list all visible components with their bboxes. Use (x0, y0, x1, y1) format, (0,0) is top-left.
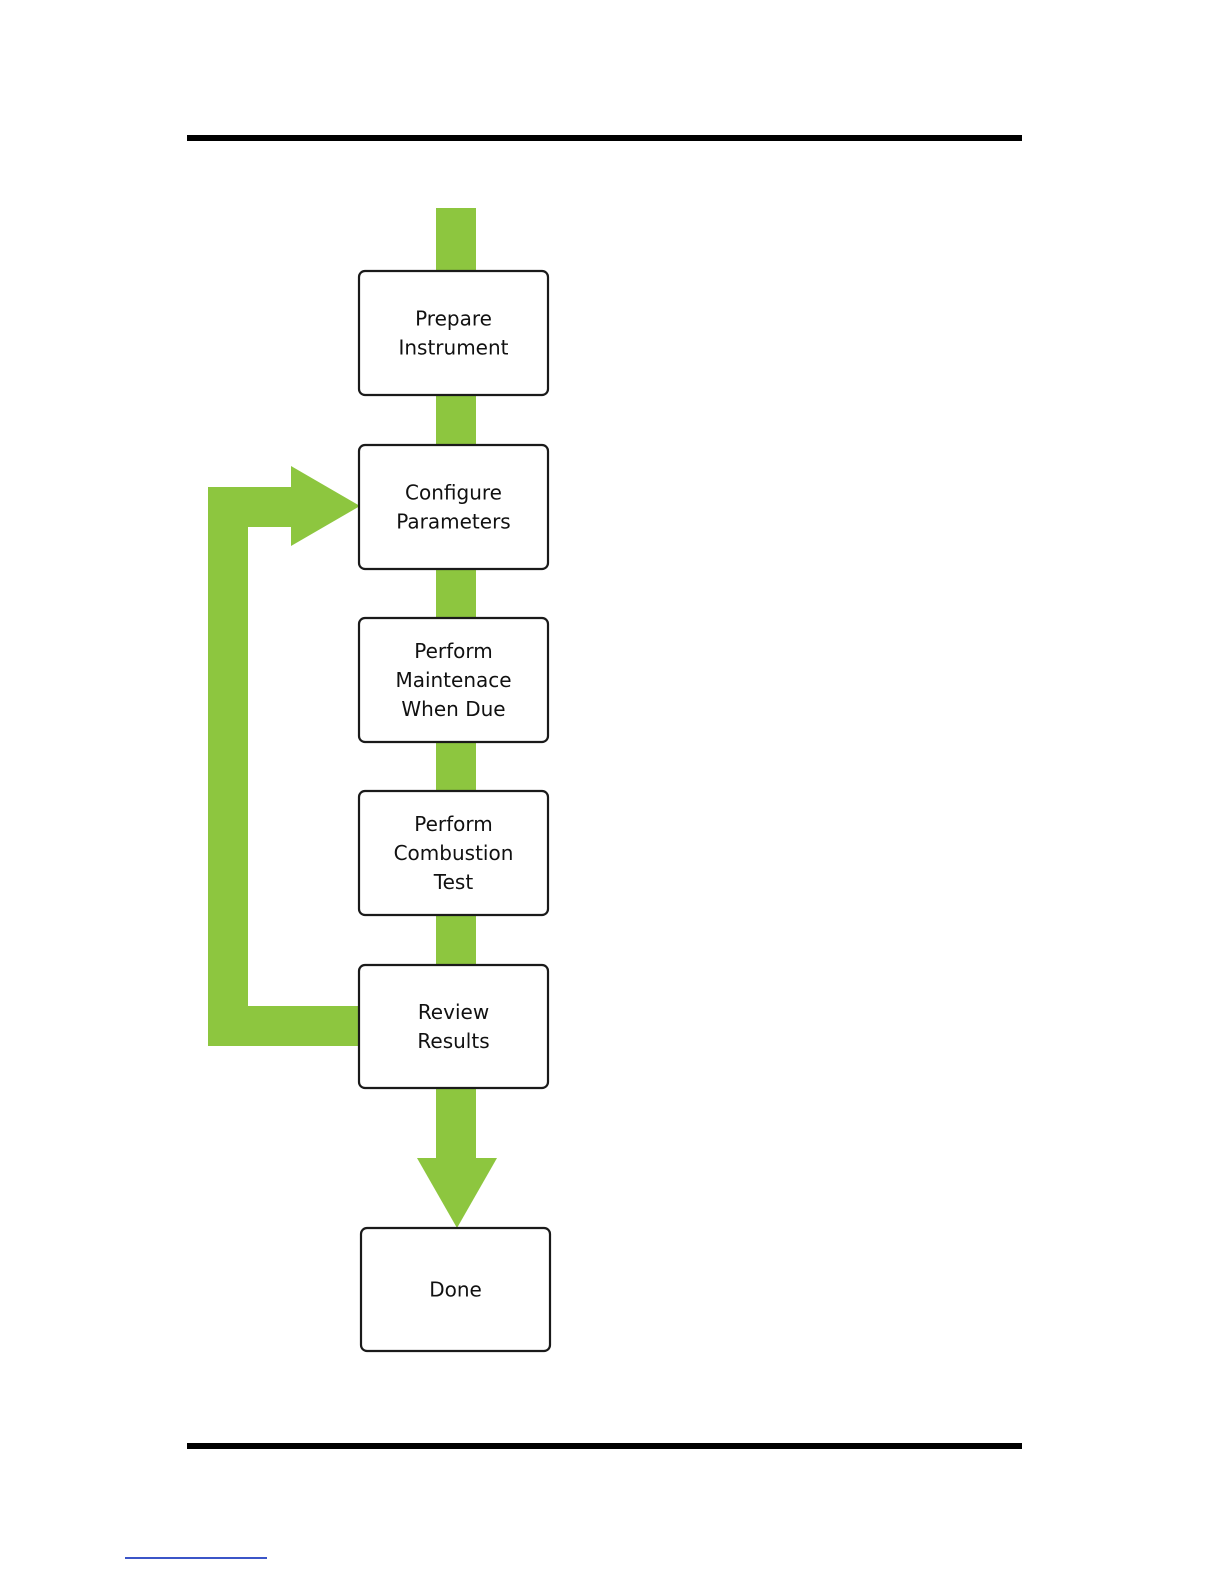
step-label-perform-maintenance-line-3: When Due (401, 697, 505, 721)
step-label-review-results-line-1: Review (418, 1000, 489, 1024)
step-done: Done (361, 1228, 550, 1351)
step-box-review-results (359, 965, 548, 1088)
step-label-review-results-line-2: Results (417, 1029, 489, 1053)
step-label-done-line-1: Done (429, 1278, 482, 1302)
step-box-configure-parameters (359, 445, 548, 569)
loop-arrow-head (291, 466, 360, 546)
step-label-configure-parameters-line-2: Parameters (396, 510, 510, 534)
step-label-configure-parameters-line-1: Configure (405, 481, 502, 505)
step-label-prepare-instrument-line-2: Instrument (398, 336, 508, 360)
step-label-perform-combustion-test-line-2: Combustion (394, 841, 514, 865)
step-label-perform-maintenance-line-1: Perform (414, 639, 493, 663)
step-label-perform-maintenance-line-2: Maintenace (395, 668, 511, 692)
down-arrow-head (417, 1158, 497, 1228)
step-label-prepare-instrument-line-1: Prepare (415, 307, 492, 331)
loop-bar-vertical (208, 487, 248, 1046)
step-box-prepare-instrument (359, 271, 548, 395)
step-label-perform-combustion-test-line-1: Perform (414, 812, 493, 836)
loop-bar-top (208, 487, 294, 527)
footer-rule (187, 1443, 1022, 1449)
step-label-perform-combustion-test-line-3: Test (433, 870, 474, 894)
footer-link-underline[interactable] (125, 1557, 267, 1559)
